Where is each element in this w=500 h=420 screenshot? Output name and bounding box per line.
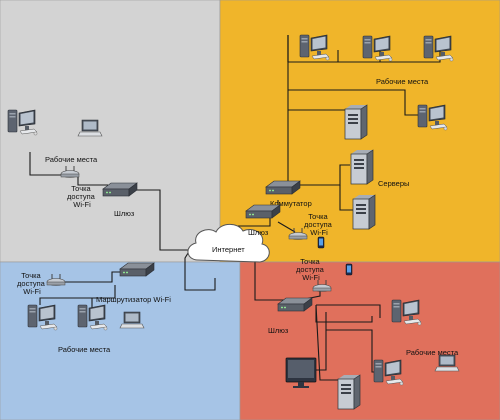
bottom-right-access-point-label: Точка доступа Wi-Fi (296, 257, 326, 282)
bottom-left-router-label: Маршрутизатор Wi-Fi (96, 295, 171, 304)
server-icon (352, 194, 376, 230)
top-left-access-point-label: Точка доступа Wi-Fi (67, 184, 97, 209)
desktop-pc-icon (7, 109, 38, 136)
top-left-gateway-label: Шлюз (114, 209, 135, 218)
server-icon (350, 149, 374, 185)
top-right-access-point-label: Точка доступа Wi-Fi (304, 212, 334, 237)
bottom-left-access-point-label: Точка доступа Wi-Fi (17, 271, 47, 296)
smartphone-icon (345, 263, 353, 276)
desktop-pc-icon (373, 359, 404, 386)
switch-icon (265, 180, 301, 195)
server-icon (344, 104, 368, 140)
top-right-servers-label: Серверы (378, 179, 409, 188)
top-left-workstations-label: Рабочие места (45, 155, 98, 164)
desktop-pc-icon (391, 299, 422, 326)
zone-top-left (0, 0, 221, 263)
top-right-gateway-label: Шлюз (248, 228, 269, 237)
bottom-right-gateway-label: Шлюз (268, 326, 289, 335)
zone-bottom-left (0, 261, 241, 420)
desktop-pc-icon (77, 304, 108, 331)
desktop-pc-icon (362, 35, 393, 62)
router-icon (119, 262, 155, 277)
desktop-pc-icon (299, 34, 330, 61)
bottom-right-workstations-label: Рабочие места (406, 348, 459, 357)
desktop-pc-icon (423, 35, 454, 62)
gateway-icon (245, 204, 281, 219)
monitor-icon (285, 357, 317, 388)
desktop-pc-icon (27, 304, 58, 331)
gateway-icon (102, 182, 138, 197)
top-right-switch-label: Коммутатор (270, 199, 312, 208)
server-icon (337, 374, 361, 410)
desktop-pc-icon (417, 104, 448, 131)
top-right-workstations-label: Рабочие места (376, 77, 429, 86)
zone-bottom-right (239, 261, 500, 420)
bottom-left-workstations-label: Рабочие места (58, 345, 111, 354)
cloud-icon (187, 223, 270, 263)
internet-label: Интернет (212, 245, 245, 254)
gateway-icon (277, 297, 313, 312)
smartphone-icon (317, 236, 325, 249)
